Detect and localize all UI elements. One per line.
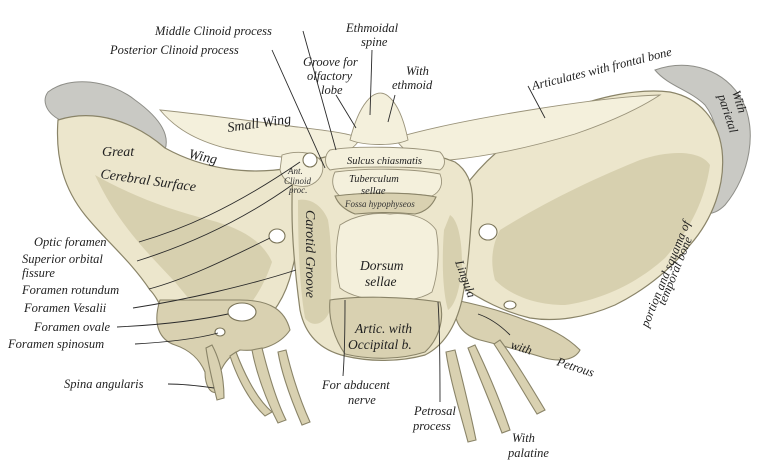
label-dorsum-1: Dorsum: [359, 258, 404, 273]
spina-angularis: [205, 344, 225, 401]
label-tuberculum-1: Tuberculum: [349, 174, 399, 185]
carotid-groove: [298, 199, 332, 324]
label-spina-angularis: Spina angularis: [64, 377, 144, 391]
label-frontal-bone: Articulates with frontal bone: [529, 44, 673, 93]
right-foramen-spinosum: [503, 300, 517, 310]
label-petrosal-1: Petrosal: [413, 404, 456, 418]
label-optic-foramen: Optic foramen: [34, 235, 107, 249]
label-great: Great: [102, 145, 135, 160]
right-lower-wing: [454, 299, 581, 361]
label-ant-clinoid-1: Ant.: [287, 166, 303, 176]
label-foramen-ovale: Foramen ovale: [33, 320, 110, 334]
label-palatine-1: With: [512, 431, 535, 445]
label-ant-clinoid-2: Clinoid: [284, 176, 312, 186]
label-foramen-rotundum: Foramen rotundum: [21, 283, 119, 297]
right-pterygoid-third: [493, 339, 546, 415]
right-wing-shadow: [492, 153, 710, 305]
label-tuberculum-2: sellae: [361, 186, 386, 197]
ethmoidal-spine: [349, 92, 409, 145]
foramen-rotundum: [268, 228, 286, 244]
right-foramen-rotundum: [478, 223, 498, 241]
sulcus-chiasmatis: [325, 146, 445, 171]
left-pterygoid-mid: [229, 351, 273, 417]
label-petrosal-2: process: [412, 419, 451, 433]
right-pterygoid-outer: [445, 349, 477, 443]
lingula-groove: [442, 215, 462, 310]
left-lower-wing: [156, 299, 291, 394]
label-with-petrous-1: with: [509, 338, 534, 358]
foramen-ovale: [227, 302, 257, 322]
label-palatine-2: palatine: [507, 446, 549, 460]
label-parietal-1: With: [729, 89, 749, 115]
label-groove-olfactory-3: lobe: [321, 83, 343, 97]
right-pterygoid-inner: [467, 344, 511, 434]
label-artic-2: Occipital b.: [348, 337, 412, 352]
label-with-ethmoid-1: With: [406, 64, 429, 78]
foramen-spinosum: [214, 327, 226, 337]
label-superior-orbital-2: fissure: [22, 266, 55, 280]
label-ethmoidal-spine-2: spine: [361, 35, 388, 49]
label-foramen-vesalii: Foramen Vesalii: [23, 301, 107, 315]
left-wing-shadow: [95, 175, 272, 328]
label-ant-clinoid-3: proc.: [288, 185, 307, 195]
leader-lines: [116, 30, 546, 403]
label-groove-olfactory-1: Groove for: [303, 55, 358, 69]
label-sulcus-chiasmatis: Sulcus chiasmatis: [347, 156, 422, 167]
fossa-hypophyseos: [334, 192, 437, 215]
label-dorsum-2: sellae: [365, 274, 397, 289]
dorsum-sellae: [335, 213, 439, 302]
label-wing: Wing: [187, 147, 218, 168]
label-carotid-groove: Carotid Groove: [302, 210, 317, 298]
label-abducent-2: nerve: [348, 393, 376, 407]
label-ethmoidal-spine-1: Ethmoidal: [345, 21, 399, 35]
label-foramen-spinosum: Foramen spinosum: [7, 337, 104, 351]
label-artic-1: Artic. with: [354, 321, 412, 336]
left-pterygoid-inner: [277, 349, 311, 426]
occipital-articulation: [329, 296, 443, 359]
label-fossa: Fossa hypophyseos: [344, 199, 415, 209]
label-superior-orbital-1: Superior orbital: [22, 252, 103, 266]
left-pterygoid-outer: [251, 347, 287, 424]
label-with-ethmoid-2: ethmoid: [392, 78, 433, 92]
label-with-petrous-2: Petrous: [554, 354, 596, 380]
optic-foramen: [302, 152, 318, 168]
label-groove-olfactory-2: olfactory: [307, 69, 353, 83]
label-abducent-1: For abducent: [321, 378, 390, 392]
right-grey-margin: [654, 64, 751, 214]
label-middle-clinoid: Middle Clinoid process: [154, 24, 272, 38]
label-posterior-clinoid: Posterior Clinoid process: [109, 43, 239, 57]
